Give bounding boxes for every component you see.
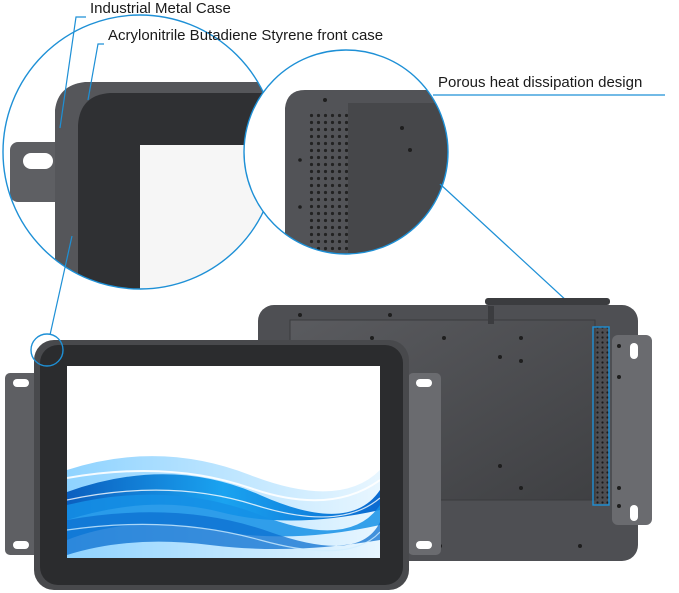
wave-wallpaper bbox=[67, 456, 380, 558]
front-panel-unit bbox=[5, 333, 441, 590]
label-heat-dissipation: Porous heat dissipation design bbox=[438, 74, 643, 91]
label-industrial-metal-case: Industrial Metal Case bbox=[90, 0, 231, 17]
zoom-circle-heat-vents bbox=[243, 49, 449, 255]
label-abs-front-case: Acrylonitrile Butadiene Styrene front ca… bbox=[108, 27, 384, 44]
